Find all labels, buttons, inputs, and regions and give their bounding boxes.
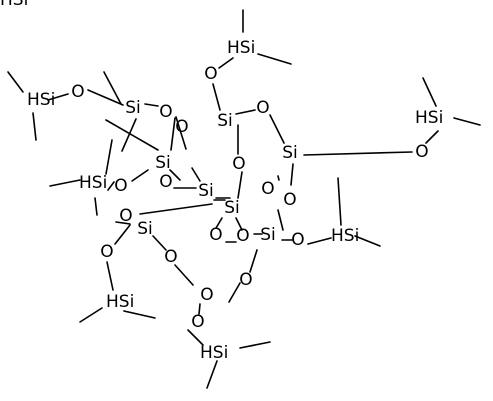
bond-51 — [277, 209, 284, 231]
bond-1 — [7, 71, 24, 93]
bond-36 — [115, 221, 131, 225]
bond-2 — [32, 112, 37, 141]
atom-o4: O — [159, 102, 172, 122]
bond-53 — [79, 307, 103, 323]
atom-si3: Si — [282, 143, 298, 163]
bond-8 — [144, 103, 159, 107]
bond-26 — [94, 197, 98, 216]
bond-47 — [337, 177, 342, 226]
atom-o10: O — [119, 206, 132, 226]
bond-28 — [105, 139, 113, 175]
bond-30 — [169, 169, 181, 181]
atom-si1: Si — [125, 98, 141, 118]
bond-12 — [257, 53, 292, 65]
atom-hsi4: HSi — [227, 38, 255, 58]
bond-35 — [139, 203, 213, 215]
atom-o16: O — [164, 247, 177, 267]
bond-52 — [106, 261, 114, 291]
atom-o5: O — [175, 117, 188, 137]
atom-o7: O — [232, 154, 245, 174]
bond-45 — [228, 282, 241, 303]
bond-57 — [239, 341, 271, 349]
bond-14 — [212, 83, 221, 111]
bond-25 — [49, 179, 81, 187]
atom-si6: Si — [224, 198, 240, 218]
atom-o11: O — [159, 172, 172, 192]
bond-6 — [105, 119, 159, 151]
atom-hsi2: HSi — [415, 108, 443, 128]
atom-hsi6: HSi — [106, 292, 134, 312]
atom-hsi1: HSi — [27, 90, 55, 110]
bond-19 — [290, 163, 294, 186]
bond-layer — [7, 9, 481, 389]
bond-3 — [47, 93, 69, 101]
atom-si5: Si — [198, 181, 214, 201]
atom-si2: Si — [217, 111, 233, 131]
bond-5 — [103, 71, 122, 105]
atom-hsi3: HSi — [79, 173, 107, 193]
bond-48 — [354, 235, 381, 247]
bond-24 — [425, 130, 439, 144]
bond-21 — [237, 171, 243, 199]
atom-o17: O — [239, 270, 252, 290]
bond-10 — [170, 117, 176, 151]
atom-o14: O — [291, 230, 304, 250]
bond-41 — [235, 217, 243, 231]
atom-o13: O — [236, 226, 249, 246]
bond-54 — [123, 310, 156, 319]
atom-o6: O — [415, 142, 428, 162]
atom-si4: Si — [155, 153, 171, 173]
atom-o3: O — [256, 98, 269, 118]
atom-o2: O — [204, 64, 217, 84]
bond-13 — [218, 57, 234, 69]
atom-o20: O — [283, 190, 296, 210]
atom-si7: Si — [137, 219, 153, 239]
bond-40 — [215, 217, 223, 229]
bond-49 — [307, 237, 332, 245]
atom-o8: O — [114, 176, 127, 196]
bond-22 — [422, 77, 437, 107]
bond-38 — [152, 235, 167, 251]
bond-23 — [453, 117, 481, 126]
bond-39 — [174, 264, 194, 286]
bond-46 — [198, 303, 201, 315]
bond-37 — [114, 224, 131, 245]
bond-15 — [235, 109, 256, 115]
atom-label-layer: Si Si Si Si Si Si Si Si HSi HSi HSi HSi … — [0, 0, 443, 363]
atom-o15: O — [100, 242, 113, 262]
bond-29 — [131, 169, 149, 182]
bond-16 — [269, 114, 285, 144]
atom-o19: O — [200, 285, 213, 305]
bond-9 — [175, 116, 187, 150]
atom-o18: O — [191, 312, 204, 332]
bond-55 — [187, 329, 204, 346]
atom-o12: O — [209, 225, 222, 245]
bond-32 — [191, 167, 201, 182]
atom-hsi5: HSi — [331, 226, 359, 246]
bond-4 — [87, 89, 124, 106]
atom-si8: Si — [260, 225, 276, 245]
atom-hsi7: HSi — [200, 343, 228, 363]
bond-20 — [277, 175, 280, 181]
atom-o9: O — [261, 179, 274, 199]
bond-27 — [107, 181, 115, 191]
bond-17 — [303, 151, 413, 156]
bond-44 — [249, 249, 258, 273]
atom-o1: O — [71, 82, 84, 102]
atom-hsi8: HSi — [0, 0, 28, 10]
bond-7 — [121, 118, 137, 152]
bond-56 — [206, 360, 218, 389]
